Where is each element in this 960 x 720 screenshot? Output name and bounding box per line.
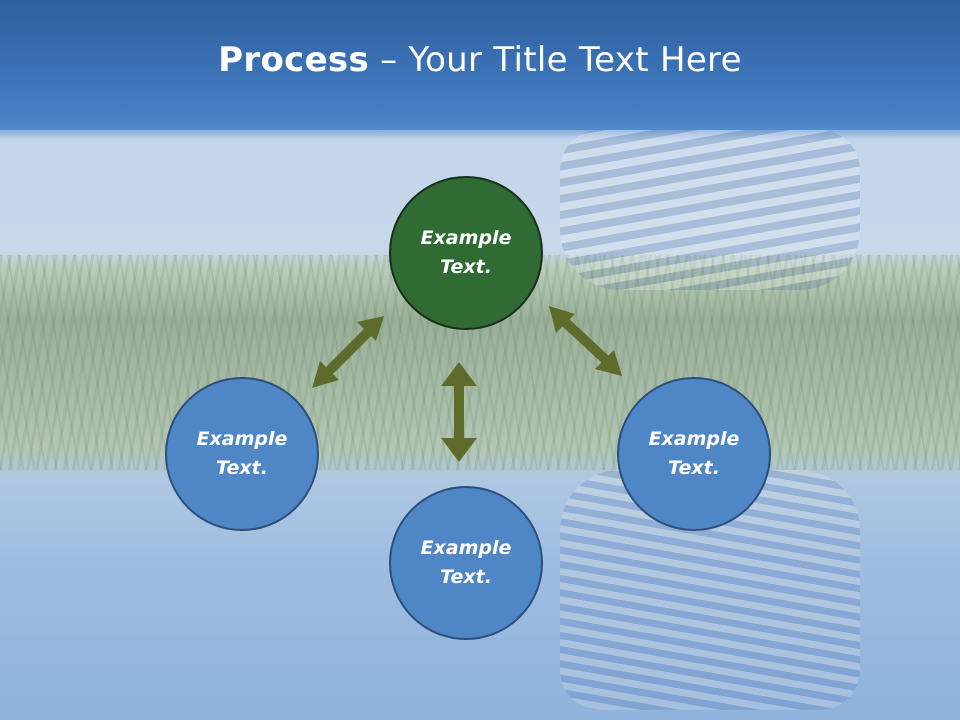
double-arrow-vertical[interactable] [441, 362, 477, 462]
title-rest: – Your Title Text Here [369, 40, 742, 80]
node-left[interactable]: Example Text. [165, 377, 319, 531]
node-right-label: Example Text. [648, 428, 740, 479]
node-bottom[interactable]: Example Text. [389, 486, 543, 640]
double-arrow-left[interactable] [312, 316, 384, 388]
node-top-label: Example Text. [420, 227, 512, 278]
slide-title[interactable]: Process – Your Title Text Here [218, 40, 742, 80]
node-right[interactable]: Example Text. [617, 377, 771, 531]
person-silhouette [560, 130, 860, 290]
title-strong: Process [218, 40, 370, 80]
node-top[interactable]: Example Text. [389, 176, 543, 330]
node-bottom-label: Example Text. [420, 537, 512, 588]
title-bar: Process – Your Title Text Here [0, 0, 960, 130]
double-arrow-right[interactable] [549, 306, 622, 376]
node-left-label: Example Text. [196, 428, 288, 479]
